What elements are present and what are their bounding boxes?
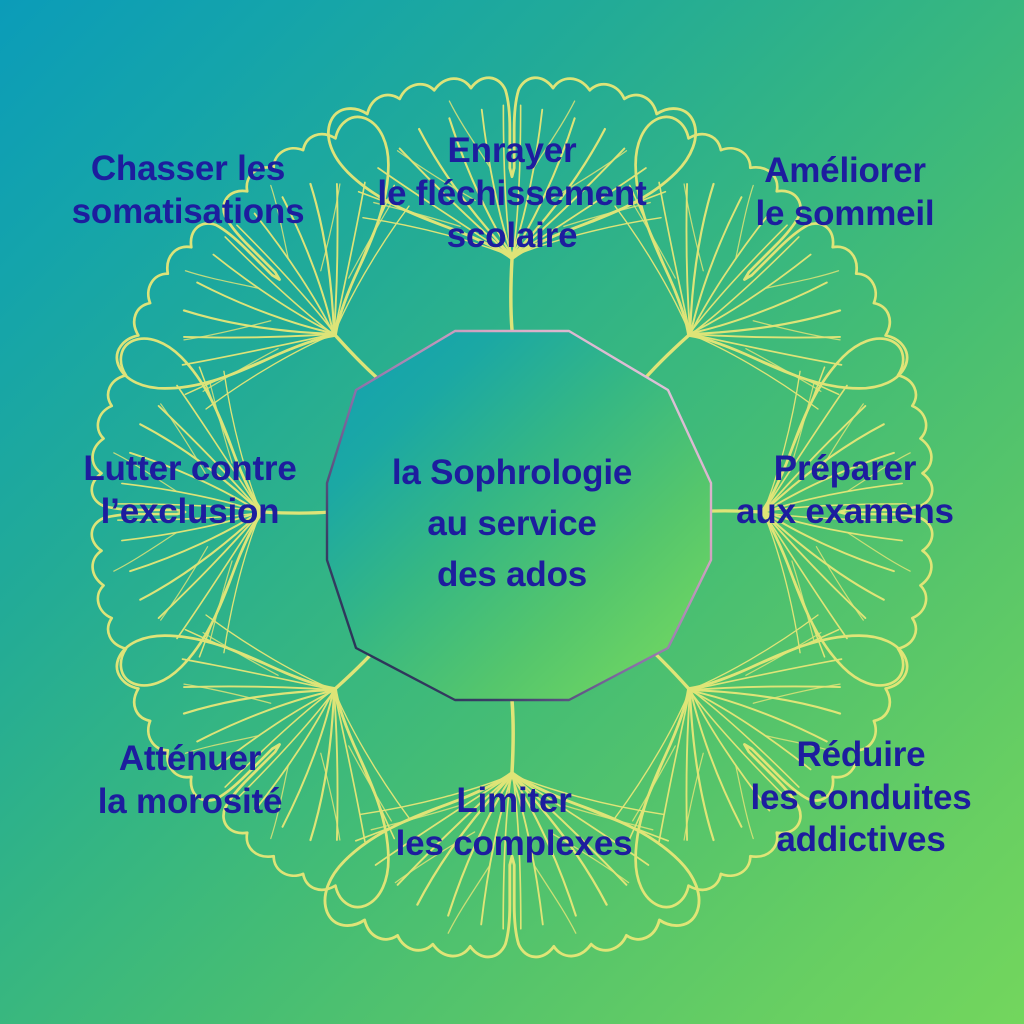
center-dodecagon	[325, 329, 713, 702]
